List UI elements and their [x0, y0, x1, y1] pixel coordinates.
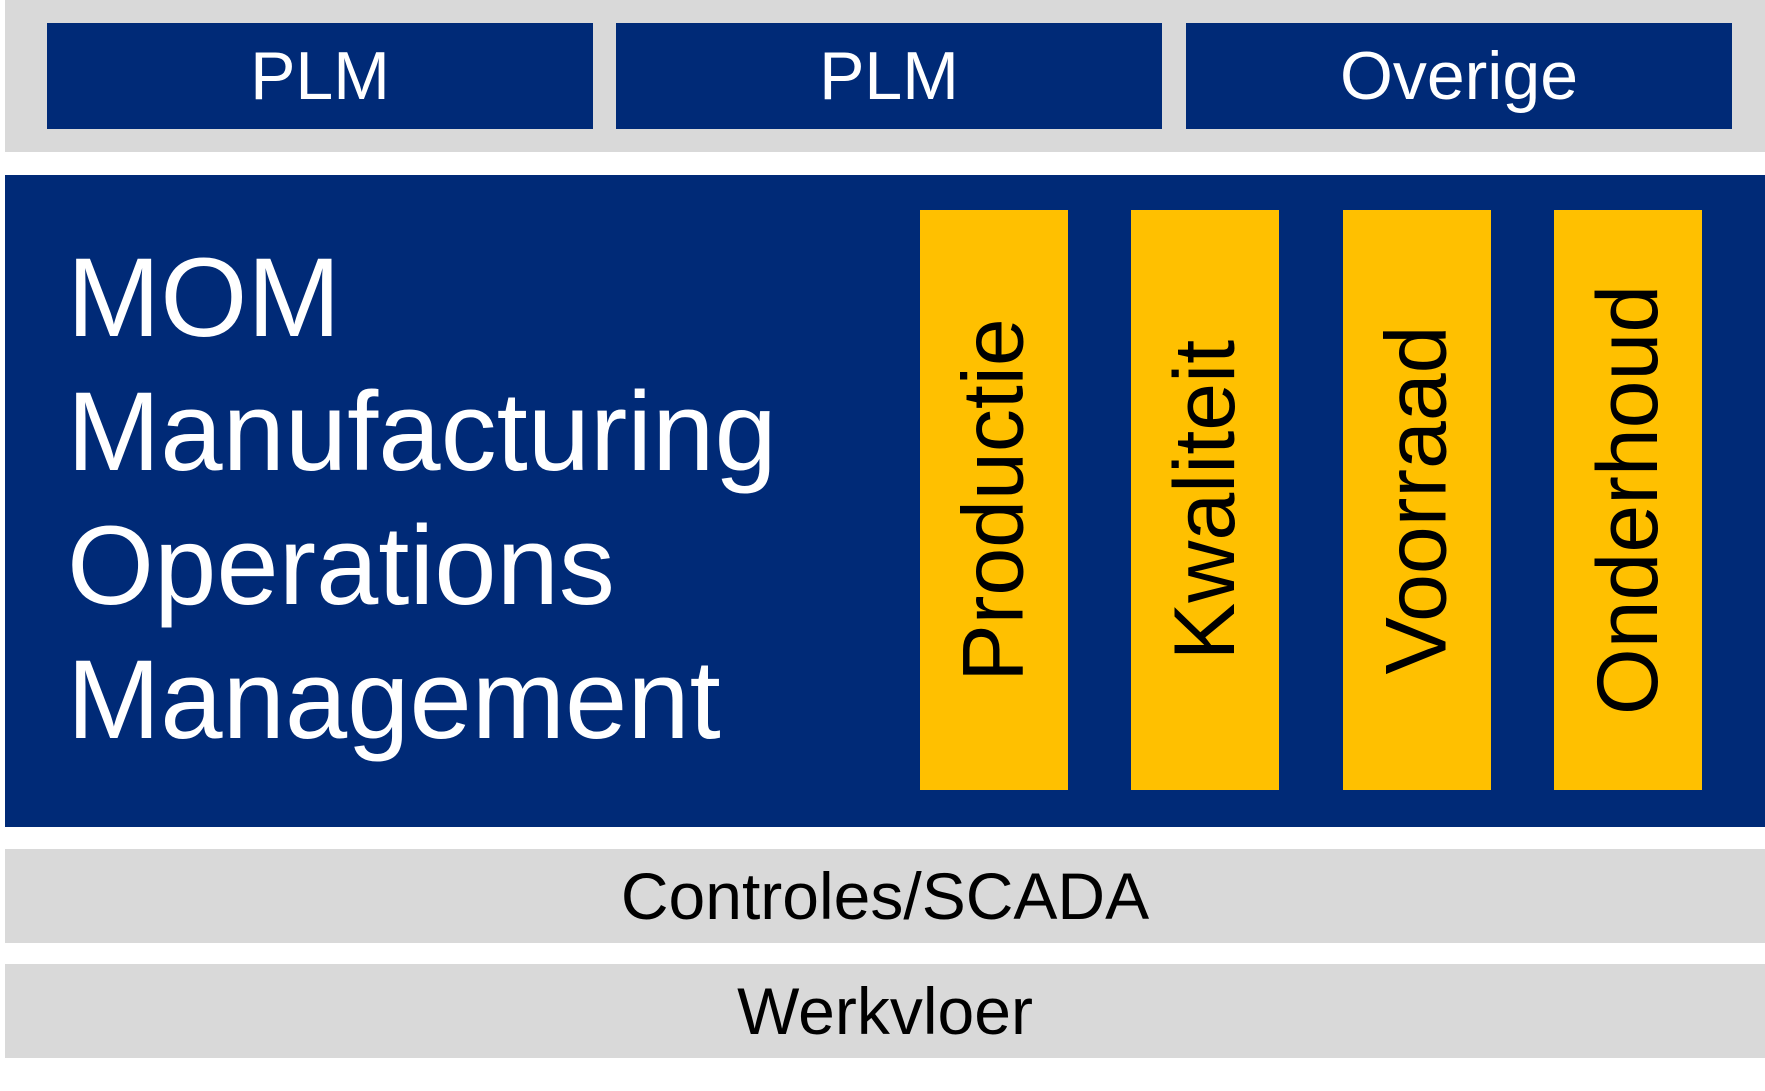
control-scada-layer: Controles/SCADA	[5, 849, 1765, 943]
mom-block: MOM Manufacturing Operations Management …	[5, 175, 1765, 827]
mom-title-line: Operations	[67, 503, 615, 628]
pillar-label: Productie	[946, 318, 1043, 682]
pillar-kwaliteit: Kwaliteit	[1131, 210, 1279, 790]
top-system-box-plm-1: PLM	[47, 23, 593, 129]
shop-floor-layer: Werkvloer	[5, 964, 1765, 1058]
top-system-label: PLM	[250, 38, 390, 114]
top-system-label: Overige	[1339, 38, 1579, 114]
mom-title-line: Management	[67, 637, 721, 762]
mom-title-line: MOM	[67, 235, 341, 360]
pillar-productie: Productie	[920, 210, 1068, 790]
mom-title: MOM Manufacturing Operations Management	[67, 231, 777, 767]
control-scada-label: Controles/SCADA	[620, 859, 1150, 933]
top-system-label: PLM	[819, 38, 959, 114]
top-systems-layer: PLM PLM Overige	[5, 0, 1765, 152]
top-system-box-overige: Overige	[1186, 23, 1732, 129]
pillar-label: Kwaliteit	[1157, 339, 1254, 661]
pillar-label: Voorraad	[1369, 325, 1466, 675]
pillar-label: Onderhoud	[1580, 284, 1676, 716]
top-system-box-plm-2: PLM	[616, 23, 1162, 129]
mom-title-line: Manufacturing	[67, 369, 777, 494]
shop-floor-label: Werkvloer	[737, 974, 1033, 1048]
pillar-voorraad: Voorraad	[1343, 210, 1491, 790]
pillar-onderhoud: Onderhoud	[1554, 210, 1702, 790]
